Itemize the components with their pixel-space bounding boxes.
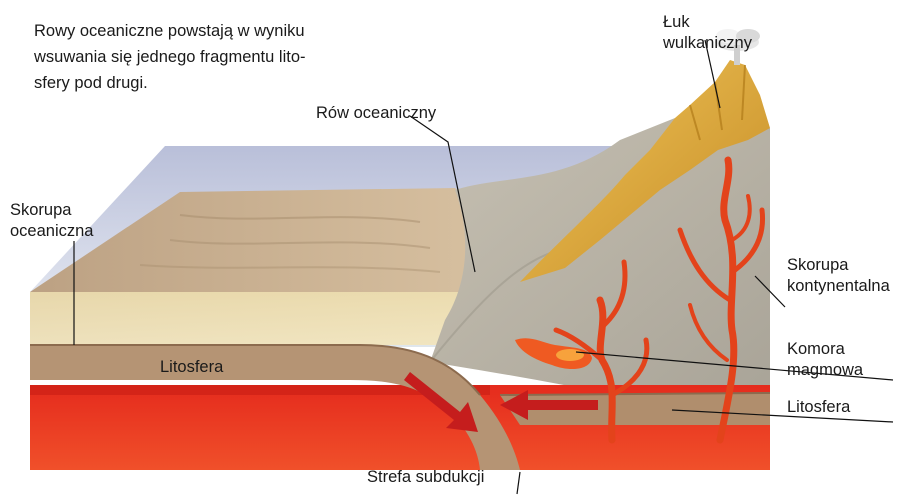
label-continental-crust: Skorupa kontynentalna	[787, 255, 890, 297]
intro-line-2: wsuwania się jednego fragmentu lito-	[34, 44, 394, 70]
label-volcanic-arc: Łuk wulkaniczny	[663, 12, 752, 54]
label-magma-chamber: Komora magmowa	[787, 339, 863, 381]
intro-line-3: sfery pod drugi.	[34, 70, 394, 96]
ocean-floor	[30, 188, 510, 345]
label-lithosphere-left: Litosfera	[160, 357, 223, 378]
label-lithosphere-right: Litosfera	[787, 397, 850, 418]
label-subduction-zone: Strefa subdukcji	[367, 467, 484, 488]
intro-line-1: Rowy oceaniczne powstają w wyniku	[34, 18, 394, 44]
label-ocean-trench: Rów oceaniczny	[316, 103, 436, 124]
intro-text: Rowy oceaniczne powstają w wyniku wsuwan…	[34, 18, 394, 96]
label-oceanic-crust: Skorupa oceaniczna	[10, 200, 93, 242]
